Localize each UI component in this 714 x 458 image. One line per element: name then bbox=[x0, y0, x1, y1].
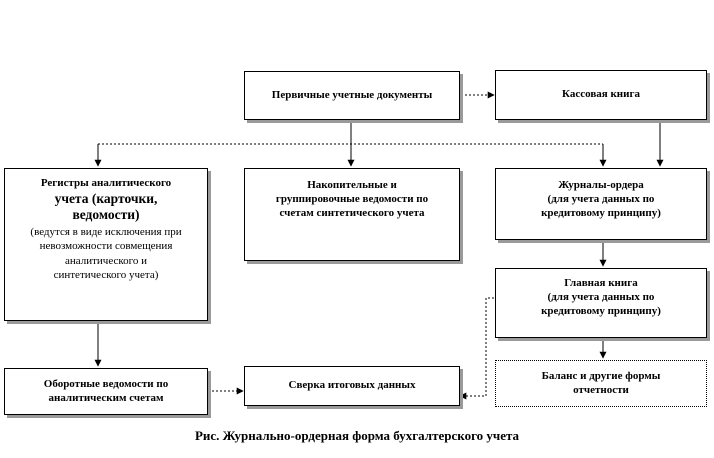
balance-line-0: Баланс и другие формы bbox=[541, 369, 661, 382]
cumulative-line-0: Накопительные и bbox=[307, 179, 397, 191]
box-reconciliation: Сверка итоговых данных bbox=[244, 366, 460, 406]
ledger-line-2: кредитовому принципу) bbox=[541, 304, 661, 317]
figure-caption: Рис. Журнально-ордерная форма бухгалтерс… bbox=[194, 428, 520, 443]
registers-title-line-2: ведомости) bbox=[72, 206, 140, 222]
registers-title-line-1: учета (карточки, bbox=[54, 190, 158, 206]
ledger-line-0: Главная книга bbox=[564, 277, 638, 289]
box-cash-book: Кассовая книга bbox=[495, 70, 707, 120]
registers-note-line-2: аналитического и bbox=[64, 254, 148, 267]
registers-note-line-1: невозможности совмещения bbox=[39, 240, 173, 253]
turnover-line-1: аналитическим счетам bbox=[48, 391, 164, 404]
box-analytic-registers: Регистры аналитического учета (карточки,… bbox=[4, 168, 208, 321]
box-cumulative-sheets: Накопительные и группировочные ведомости… bbox=[244, 168, 460, 261]
reconciliation-line-0: Сверка итоговых данных bbox=[288, 379, 416, 392]
box-general-ledger: Главная книга (для учета данных по креди… bbox=[495, 268, 707, 338]
journal-orders-line-1: (для учета данных по bbox=[547, 192, 655, 205]
cash-book-line-0: Кассовая книга bbox=[562, 88, 640, 101]
cumulative-line-1: группировочные ведомости по bbox=[275, 192, 429, 205]
box-turnover-sheets: Оборотные ведомости по аналитическим сче… bbox=[4, 368, 208, 415]
primary-docs-line-0: Первичные учетные документы bbox=[271, 88, 433, 101]
cumulative-line-2: счетам синтетического учета bbox=[279, 206, 425, 219]
turnover-line-0: Оборотные ведомости по bbox=[43, 377, 169, 390]
registers-title-line-0: Регистры аналитического bbox=[40, 177, 172, 189]
box-primary-documents: Первичные учетные документы bbox=[244, 71, 460, 120]
journal-orders-line-0: Журналы-ордера bbox=[558, 179, 644, 191]
box-balance-reports: Баланс и другие формы отчетности bbox=[495, 360, 707, 407]
journal-orders-line-2: кредитовому принципу) bbox=[541, 206, 661, 219]
arrow-ledger-to-reconciliation bbox=[459, 297, 494, 400]
registers-note-line-0: (ведутся в виде исключения при bbox=[30, 226, 182, 239]
balance-line-1: отчетности bbox=[573, 383, 629, 396]
registers-note-line-3: синтетического учета) bbox=[53, 269, 159, 282]
ledger-line-1: (для учета данных по bbox=[547, 290, 655, 303]
box-journal-orders: Журналы-ордера (для учета данных по кред… bbox=[495, 168, 707, 240]
